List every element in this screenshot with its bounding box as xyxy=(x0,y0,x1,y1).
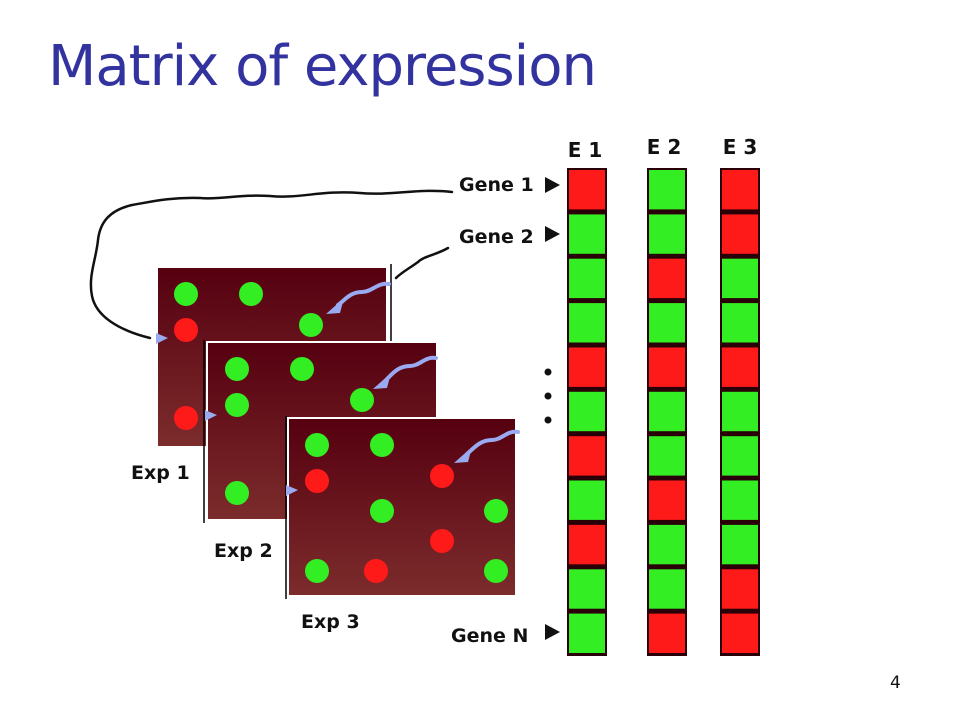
gene1-connector xyxy=(89,189,454,340)
spot-group-1 xyxy=(174,282,323,430)
matrix-cell xyxy=(649,391,685,432)
matrix-cell xyxy=(722,214,758,254)
matrix-cell xyxy=(722,391,758,432)
arrowhead-icon xyxy=(326,298,344,314)
spot xyxy=(299,313,323,337)
matrix-cell xyxy=(722,613,758,653)
matrix-cell xyxy=(569,569,605,609)
spot xyxy=(174,406,198,430)
exp-slide-3 xyxy=(285,416,517,599)
squiggle-arrow xyxy=(465,429,520,456)
exp-label-1: Exp 1 xyxy=(131,462,190,484)
gene-2-arrow-icon xyxy=(545,226,560,242)
matrix-cell xyxy=(649,170,685,210)
column-header-e3: E 3 xyxy=(723,135,758,159)
spot xyxy=(370,433,394,457)
matrix-cell xyxy=(569,436,605,476)
spot xyxy=(484,499,508,523)
gene-1-arrow-icon xyxy=(545,177,560,193)
column-header-e2: E 2 xyxy=(647,135,682,159)
gene2-connector xyxy=(394,246,450,280)
matrix-cell xyxy=(649,524,685,565)
spot xyxy=(290,357,314,381)
spot xyxy=(430,464,454,488)
matrix-cell xyxy=(722,170,758,210)
matrix-cell xyxy=(722,480,758,520)
spot xyxy=(225,481,249,505)
matrix-cell xyxy=(569,170,605,210)
spot xyxy=(239,282,263,306)
arrowhead-icon xyxy=(454,447,472,463)
spot-arrows xyxy=(336,281,520,456)
matrix-cell xyxy=(649,480,685,520)
spot xyxy=(174,282,198,306)
gene-label-1: Gene 1 xyxy=(459,174,534,196)
pointer-arrow-icon xyxy=(156,333,168,344)
gene-n-arrow-icon xyxy=(545,624,560,640)
spot xyxy=(225,393,249,417)
slide-pointer-arrows xyxy=(156,333,298,496)
gene-label-n: Gene N xyxy=(451,625,528,647)
spot xyxy=(305,433,329,457)
matrix-cell xyxy=(722,258,758,299)
spot xyxy=(430,529,454,553)
gene-label-2: Gene 2 xyxy=(459,226,534,248)
matrix-cell xyxy=(649,569,685,609)
matrix-cell xyxy=(569,214,605,254)
expression-matrix xyxy=(567,168,760,656)
page-number: 4 xyxy=(890,673,901,693)
pointer-arrow-icon xyxy=(286,485,298,496)
exp-label-3: Exp 3 xyxy=(301,611,360,633)
spot xyxy=(174,318,198,342)
matrix-cell xyxy=(649,258,685,299)
spot xyxy=(364,559,388,583)
spot xyxy=(225,357,249,381)
spot xyxy=(305,559,329,583)
matrix-cell xyxy=(569,303,605,343)
matrix-cell xyxy=(569,524,605,565)
page-title: Matrix of expression xyxy=(48,34,597,99)
matrix-cell xyxy=(649,436,685,476)
column-2 xyxy=(647,168,687,656)
column-3 xyxy=(720,168,760,656)
arrowhead-icon xyxy=(373,373,391,389)
spot xyxy=(350,388,374,412)
matrix-cell xyxy=(722,569,758,609)
matrix-cell xyxy=(569,347,605,387)
matrix-cell xyxy=(569,480,605,520)
matrix-cell xyxy=(649,214,685,254)
pointer-arrow-icon xyxy=(205,410,217,421)
spot xyxy=(305,469,329,493)
matrix-cell xyxy=(722,436,758,476)
matrix-cell xyxy=(722,347,758,387)
spot-group-2 xyxy=(225,357,374,505)
matrix-cell xyxy=(649,613,685,653)
exp-label-2: Exp 2 xyxy=(214,540,273,562)
ellipsis-dots xyxy=(544,368,552,424)
spot-group-3 xyxy=(305,433,508,583)
matrix-cell xyxy=(649,303,685,343)
matrix-cell xyxy=(722,303,758,343)
matrix-cell xyxy=(569,391,605,432)
column-header-e1: E 1 xyxy=(568,138,603,162)
matrix-cell xyxy=(649,347,685,387)
matrix-cell xyxy=(722,524,758,565)
spot xyxy=(370,499,394,523)
squiggle-arrow xyxy=(336,281,391,307)
connector-lines xyxy=(89,189,454,340)
spot xyxy=(484,559,508,583)
matrix-cell xyxy=(569,258,605,299)
squiggle-arrow xyxy=(384,355,438,382)
matrix-cell xyxy=(569,613,605,653)
column-1 xyxy=(567,168,607,656)
